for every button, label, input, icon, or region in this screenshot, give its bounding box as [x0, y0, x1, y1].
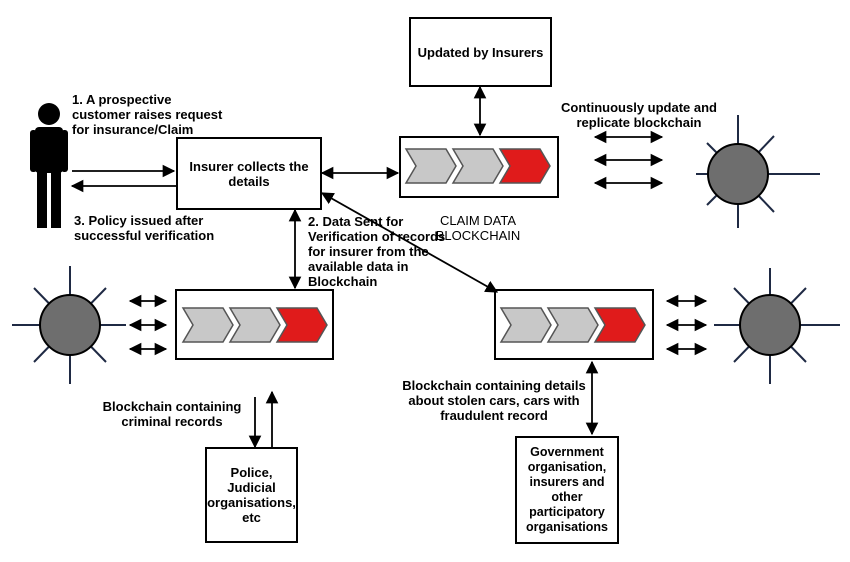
- government-label: Government organisation, insurers and ot…: [526, 445, 608, 534]
- node-icon-top-right: [696, 115, 820, 228]
- step3-label: 3. Policy issued after successful verifi…: [74, 213, 215, 243]
- stolen-cars-label: Blockchain containing details about stol…: [402, 378, 586, 423]
- police-label: Police, Judicial organisations, etc: [207, 465, 296, 525]
- criminal-records-label: Blockchain containing criminal records: [102, 399, 242, 429]
- claim-blockchain-chevrons: [405, 148, 551, 184]
- updated-by-insurers-label: Updated by Insurers: [417, 44, 544, 60]
- insurer-box: Insurer collects the details: [176, 137, 322, 210]
- claim-data-label: CLAIM DATA BLOCKCHAIN: [435, 213, 521, 243]
- step2-label: 2. Data Sent for Verification of records…: [308, 214, 446, 289]
- stolen-cars-blockchain-chevrons: [500, 307, 646, 343]
- arrow-insurer-stolen: [320, 192, 499, 293]
- node-icon-left: [12, 266, 126, 384]
- insurer-collects-label: Insurer collects the details: [189, 158, 309, 189]
- step1-label: 1. A prospective customer raises request…: [72, 92, 223, 137]
- updated-by-insurers-box: Updated by Insurers: [409, 17, 552, 87]
- police-box: Police, Judicial organisations, etc: [205, 447, 298, 543]
- person-icon: [30, 103, 68, 228]
- continuously-update-label: Continuously update and replicate blockc…: [561, 100, 717, 130]
- node-icon-right: [714, 268, 840, 384]
- criminal-blockchain-chevrons: [182, 307, 328, 343]
- government-box: Government organisation, insurers and ot…: [515, 436, 619, 544]
